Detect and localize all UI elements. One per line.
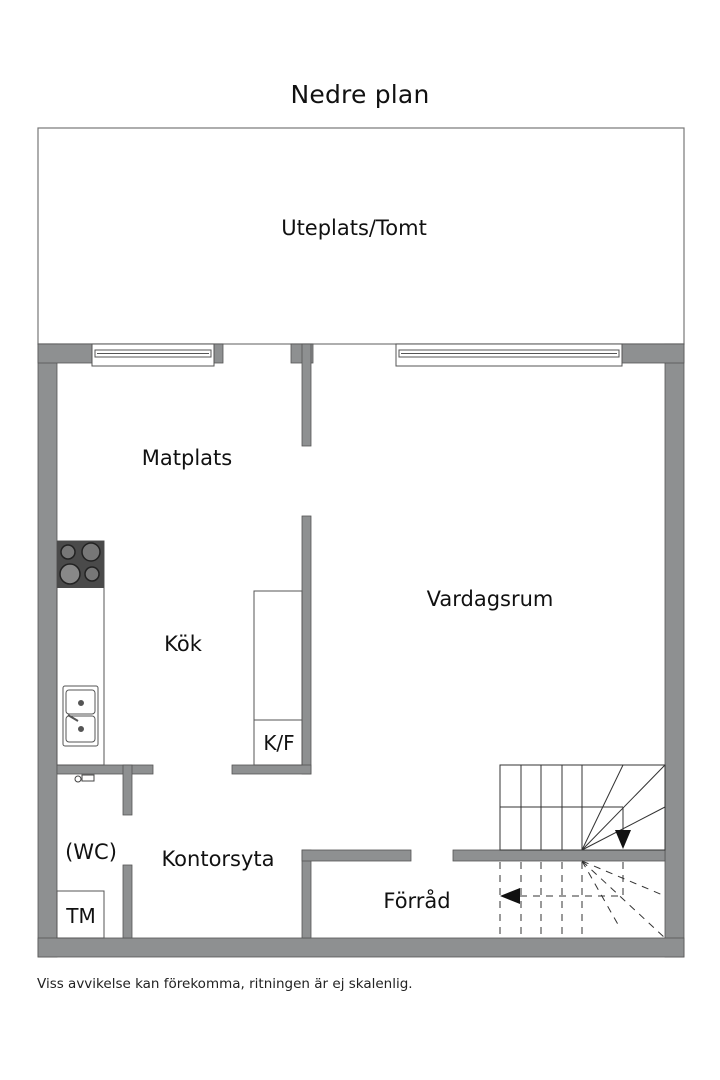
stove-icon <box>57 541 104 588</box>
room-label-living: Vardagsrum <box>426 587 554 611</box>
room-label-storage: Förråd <box>383 889 451 913</box>
faucet-icon <box>74 774 95 783</box>
outdoor-area <box>37 127 685 345</box>
window-left <box>91 343 215 367</box>
room-label-wc: (WC) <box>65 840 117 864</box>
room-label-office: Kontorsyta <box>161 847 275 871</box>
walls <box>37 343 685 958</box>
staircase <box>499 764 666 851</box>
staircase-below <box>499 860 666 939</box>
laundry-box <box>56 890 105 939</box>
room-label-fridge-freezer: K/F <box>263 731 295 755</box>
room-label-outdoor: Uteplats/Tomt <box>281 216 427 240</box>
sink-icon <box>62 685 99 747</box>
floor-title: Nedre plan <box>290 80 430 109</box>
room-label-laundry: TM <box>66 904 96 928</box>
room-label-kitchen: Kök <box>164 632 202 656</box>
room-label-dining: Matplats <box>141 446 233 470</box>
fridge-freezer <box>253 590 303 766</box>
window-right <box>395 343 623 367</box>
disclaimer-note: Viss avvikelse kan förekomma, ritningen … <box>37 976 413 992</box>
